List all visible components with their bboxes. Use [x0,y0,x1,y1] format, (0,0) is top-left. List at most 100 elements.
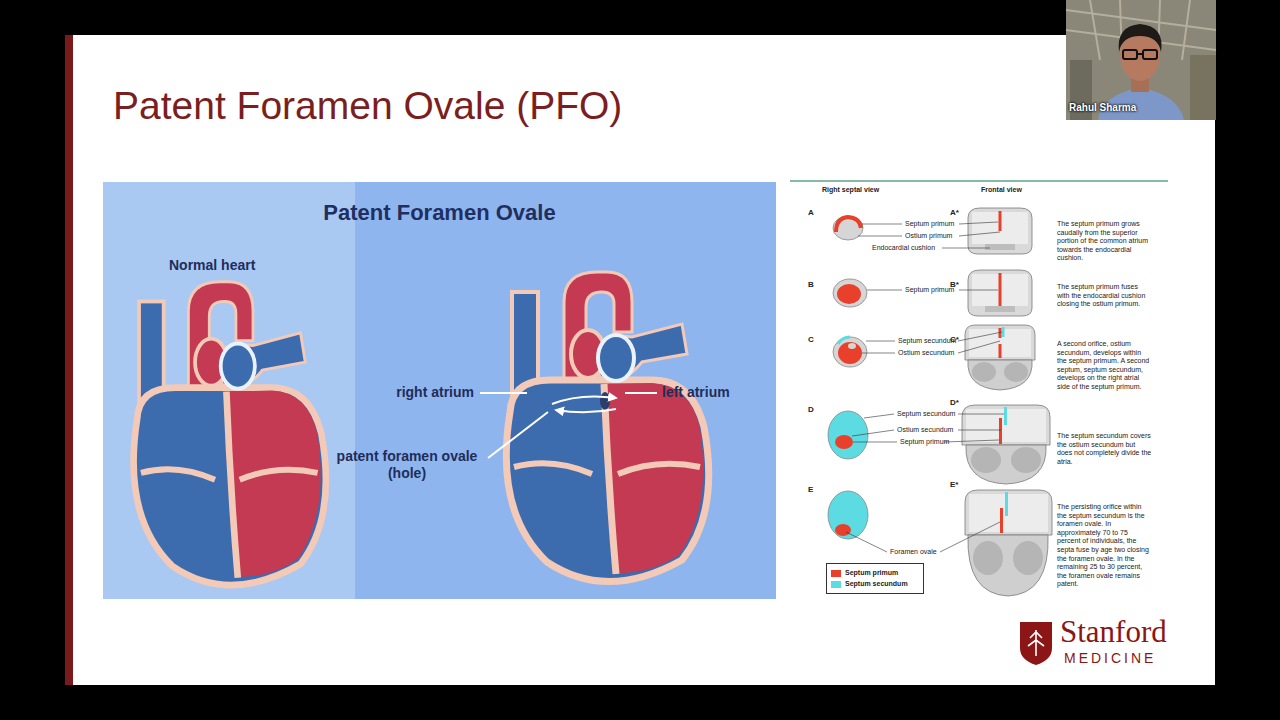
drawing-shape [1011,447,1041,473]
view-heading: Right septal view [822,186,879,193]
stanford-shield [1020,622,1052,665]
step-description: The persisting orifice within the septum… [1057,503,1152,589]
legend-row: Septum primum [831,569,919,578]
drawing-shape [134,282,326,585]
legend-text: Septum primum [845,569,898,576]
part-label: Endocardial cushion [872,244,935,251]
drawing-shape [972,362,996,382]
drawing-shape [556,409,616,412]
drawing-shape [968,270,1032,316]
slide-title: Patent Foramen Ovale (PFO) [113,84,622,128]
drawing-shape [965,490,1052,535]
drawing-shape [552,396,616,404]
step-letter: E [808,485,813,494]
step-letter: A [808,208,814,217]
drawing-shape [962,405,1050,445]
drawing-shape [835,524,851,536]
drawing-shape [1004,362,1028,382]
legend-text: Septum secundum [845,580,908,587]
drawing-shape [1000,508,1003,533]
drawing-shape [848,343,856,349]
drawing-shape [790,180,1168,182]
drawing-shape [973,541,1003,575]
step-letter: A* [950,208,959,217]
drawing-shape [942,248,990,249]
legend-swatch [831,581,841,588]
drawing-shape [846,522,1000,552]
illustration-panel: Patent Foramen OvaleNormal heart right at… [103,182,776,599]
video-tile [1066,0,1216,120]
drawing-shape [506,272,708,582]
drawing-shape [999,344,1002,358]
drawing-shape [999,211,1002,231]
drawing-shape [999,273,1002,306]
step-description: The septum primum fuses with the endocar… [1057,283,1152,309]
drawing-shape [65,35,1215,685]
drawing-shape [480,393,657,458]
drawing-shape [828,491,868,539]
logo-wordmark: Stanford [1060,614,1167,650]
drawing-shape [1190,55,1216,120]
drawing-shape [972,212,1028,244]
legend-swatch [831,570,841,577]
drawing-shape [833,216,863,240]
step-description: The septum primum grows caudally from th… [1057,220,1152,263]
drawing-shape [838,342,862,364]
drawing-shape [971,447,1001,473]
drawing-shape [985,244,1015,250]
drawing-shape [835,435,853,449]
drawing-shape [968,535,1048,596]
part-label: Ostium primum [905,232,952,239]
drawing-shape [1143,50,1157,59]
part-label: left atrium [662,384,730,401]
part-label: patent foramen ovale (hole) [329,448,485,482]
legend-box: Septum primumSeptum secundum [826,563,924,594]
drawing-shape [65,35,73,685]
step-letter: D* [950,398,959,407]
embryology-figure [790,181,1168,596]
drawing-shape [833,279,867,307]
drawing-shape [1028,630,1044,656]
drawing-shape [1137,53,1143,55]
part-label: right atrium [374,384,474,401]
drawing-shape [968,208,1032,254]
part-label: Septum primum [905,286,954,293]
step-description: The septum secundum covers the ostium se… [1057,432,1152,466]
panel-heading: Patent Foramen Ovale [103,200,776,226]
part-label: Septum primum [905,220,954,227]
step-letter: D [808,405,814,414]
speaker-name: Rahul Sharma [1069,102,1136,113]
drawing-shape [969,329,1031,357]
part-label: Septum secundum [898,337,956,344]
drawing-shape [838,337,850,344]
legend-row: Septum secundum [831,580,919,589]
drawing-shape [1013,541,1043,575]
drawing-shape [1119,24,1162,52]
logo-subtitle: MEDICINE [1064,650,1156,666]
video-tile: Rahul Sharma [1066,0,1216,120]
drawing-shape [828,411,868,459]
step-letter: E* [950,480,958,489]
drawing-shape [1123,50,1137,59]
part-label: Ostium secundum [897,426,953,433]
drawing-shape [1066,0,1216,120]
drawing-shape [1020,622,1052,665]
drawing-shape [1004,407,1007,425]
drawing-shape [833,337,867,367]
drawing-shape [600,392,610,410]
leader-lines [846,222,1004,552]
drawing-shape [1002,327,1005,337]
view-heading: Frontal view [981,186,1022,193]
drawing-shape [1005,492,1008,516]
drawing-shape [966,445,1046,484]
drawing-shape [837,284,861,304]
part-label: Foramen ovale [890,548,937,555]
step-description: A second orifice, ostium secundum, devel… [1057,340,1152,392]
drawing-shape [836,217,861,232]
heart-label: Normal heart [169,257,255,274]
drawing-shape [965,325,1035,360]
drawing-shape [968,360,1032,390]
drawing-shape [969,494,1048,532]
drawing-shape [999,328,1002,338]
